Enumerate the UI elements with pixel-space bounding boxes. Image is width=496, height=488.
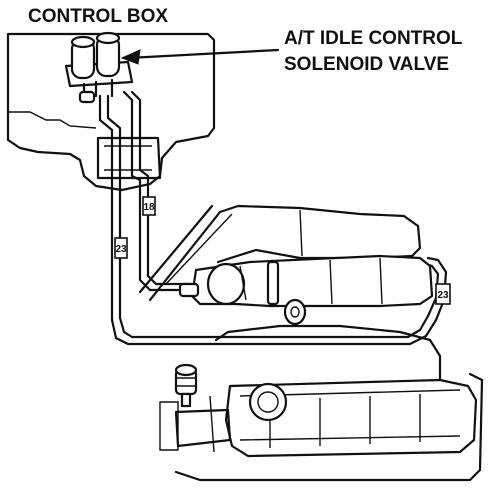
solenoid-valve	[64, 31, 134, 104]
engine-block	[174, 324, 484, 482]
hose-grommet	[96, 136, 162, 180]
svg-text:23: 23	[115, 244, 127, 255]
breather-cap	[174, 363, 198, 408]
hose-tag-18: 18	[142, 196, 156, 216]
svg-text:23: 23	[437, 290, 449, 301]
hose-tag-23-left: 23	[114, 237, 128, 259]
vacuum-hoses	[98, 90, 448, 346]
control-box	[6, 32, 216, 192]
svg-text:18: 18	[143, 202, 155, 213]
intake-manifold	[159, 378, 478, 458]
valve-label-line1: A/T IDLE CONTROL	[284, 28, 463, 49]
control-box-label: CONTROL BOX	[28, 6, 168, 27]
air-intake-duct	[138, 204, 422, 302]
valve-label-line2: SOLENOID VALVE	[284, 54, 449, 75]
hose-tag-23-right: 23	[435, 283, 451, 305]
callout-arrow	[120, 48, 280, 65]
throttle-body	[178, 254, 434, 326]
